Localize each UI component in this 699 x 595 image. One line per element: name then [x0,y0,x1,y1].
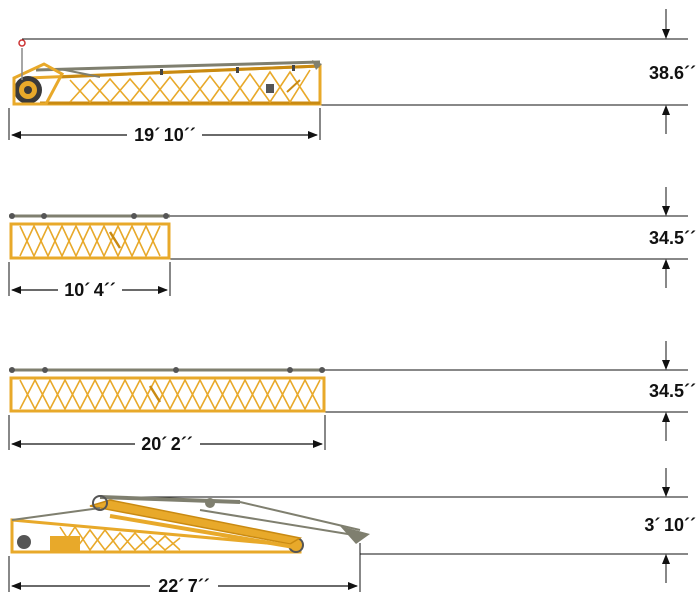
insert-short-lattice [9,213,171,260]
insert-long-height-label: 34.5´´ [649,381,696,401]
insert-long-lattice [9,367,326,413]
base-heel-sheave-icon [12,39,65,106]
tip-height-label: 3´ 10´´ [644,515,696,535]
base-length-label: 19´ 10´´ [134,125,196,145]
base-section-group: 38.6´´ 19´ 10´´ [8,9,696,145]
insert-short-length-label: 10´ 4´´ [64,280,116,300]
base-section-lattice [26,60,322,106]
tip-section-lattice [10,495,370,554]
base-height-label: 38.6´´ [649,63,696,83]
tip-section-group: 3´ 10´´ 22´ 7´´ [8,468,696,595]
insert-long-group: 34.5´´ 20´ 2´´ [8,341,696,454]
tip-length-label: 22´ 7´´ [158,576,210,595]
insert-short-group: 34.5´´ 10´ 4´´ [8,187,696,300]
insert-long-length-label: 20´ 2´´ [141,434,193,454]
insert-short-height-label: 34.5´´ [649,228,696,248]
